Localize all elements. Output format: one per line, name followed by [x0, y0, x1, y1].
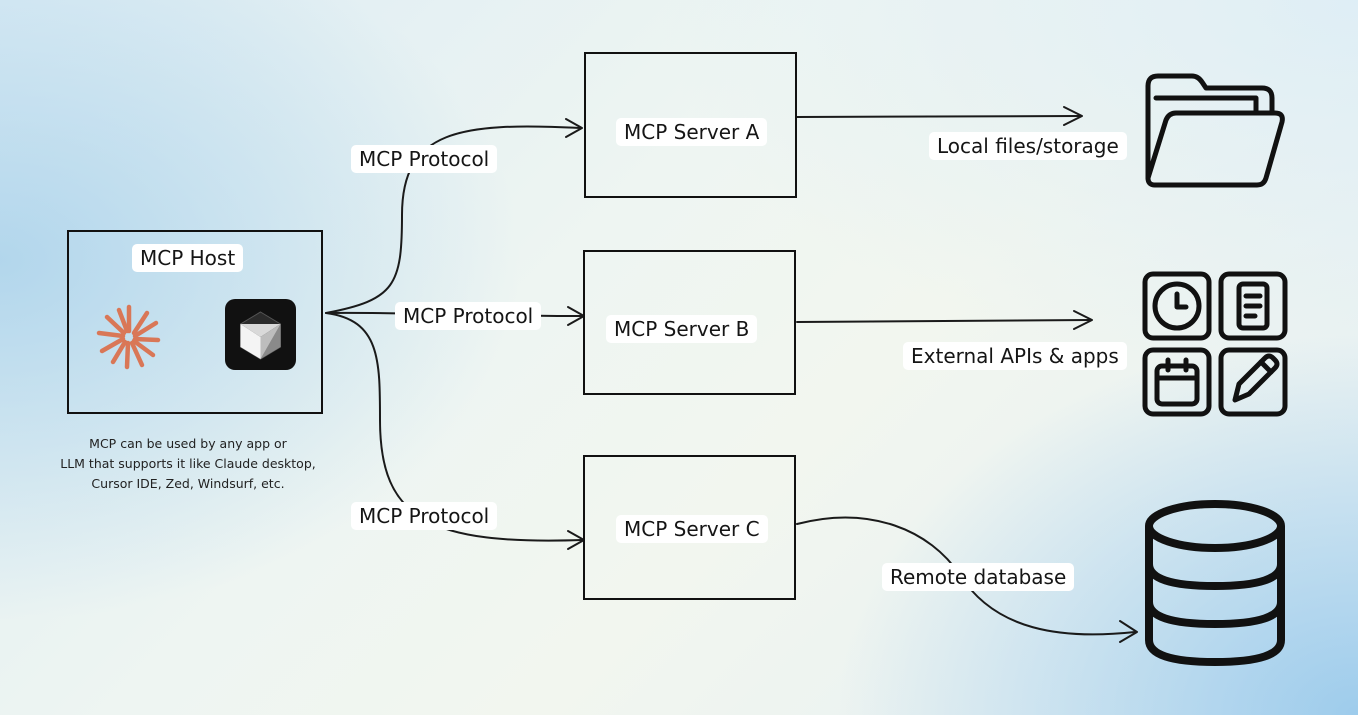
arrow-server-b-to-apps [796, 319, 1091, 323]
host-caption-line: LLM that supports it like Claude desktop… [60, 456, 316, 471]
server-a-name: MCP Server A [616, 118, 768, 146]
arrow-server-a-to-files [796, 115, 1081, 118]
server-b-box [583, 250, 796, 395]
host-caption-line: Cursor IDE, Zed, Windsurf, etc. [91, 476, 285, 491]
protocol-label-c: MCP Protocol [351, 502, 498, 530]
protocol-label-b: MCP Protocol [395, 302, 542, 330]
apps-grid-icon [1142, 271, 1288, 417]
protocol-label-a: MCP Protocol [351, 145, 498, 173]
server-a-box [584, 52, 797, 198]
database-icon [1145, 500, 1285, 666]
arrow-host-to-server-c [325, 312, 583, 542]
mcp-host-box [67, 230, 323, 414]
cursor-logo-icon [225, 299, 296, 370]
resource-label-apis: External APIs & apps [903, 342, 1127, 370]
arrow-host-to-server-a [325, 125, 581, 314]
host-caption: MCP can be used by any app or LLM that s… [50, 434, 326, 494]
server-b-name: MCP Server B [606, 315, 758, 343]
resource-label-files: Local files/storage [929, 132, 1127, 160]
resource-label-database: Remote database [882, 563, 1075, 591]
server-c-box [583, 455, 796, 600]
claude-logo-icon [96, 304, 161, 370]
folder-icon [1145, 73, 1285, 188]
host-title: MCP Host [132, 244, 244, 272]
server-c-name: MCP Server C [616, 515, 768, 543]
host-caption-line: MCP can be used by any app or [89, 436, 287, 451]
